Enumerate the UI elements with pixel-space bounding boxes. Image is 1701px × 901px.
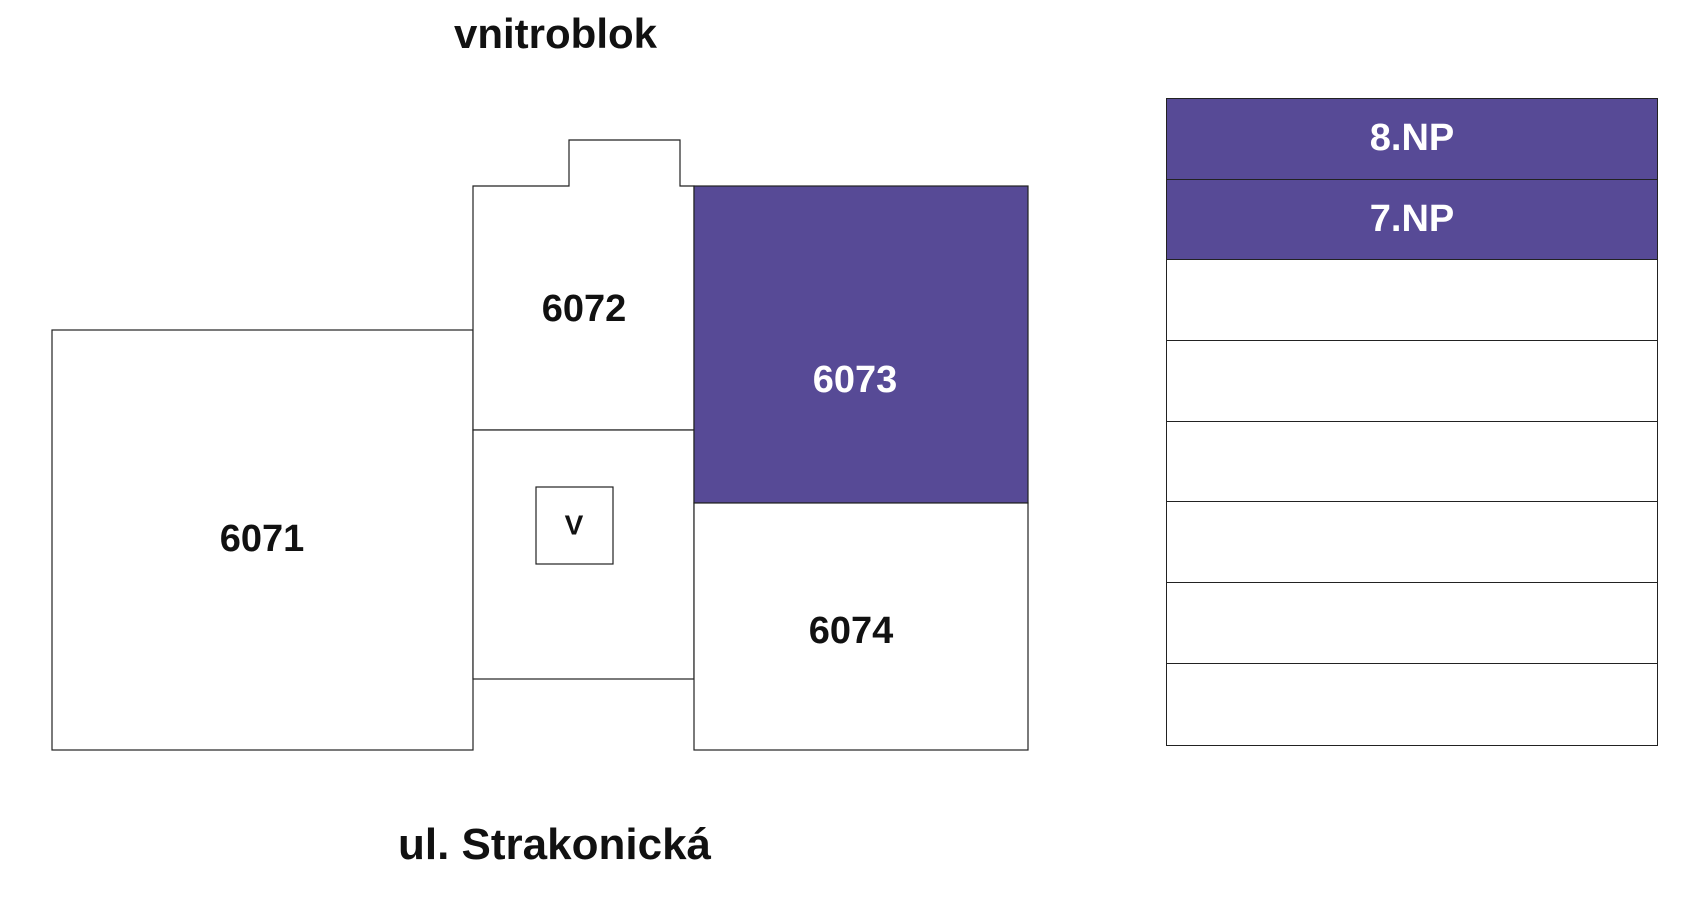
floor-selector: 8.NP 7.NP — [1166, 98, 1658, 746]
unit-6072-shape[interactable] — [472, 139, 695, 431]
unit-6074-shape[interactable] — [693, 502, 1029, 751]
unit-6073-shape[interactable] — [693, 185, 1029, 504]
floor-row[interactable] — [1167, 260, 1657, 342]
stair-core: V — [472, 429, 695, 680]
unit-6071-shape[interactable] — [51, 329, 474, 751]
floor-row[interactable] — [1167, 583, 1657, 664]
elevator-box — [535, 486, 614, 565]
unit-6073[interactable]: 6073 — [693, 185, 1029, 504]
floor-row[interactable] — [1167, 502, 1657, 584]
street-label: ul. Strakonická — [398, 820, 712, 869]
floor-label: 7.NP — [1369, 198, 1455, 241]
floor-label: 8.NP — [1369, 117, 1455, 160]
floor-plan: 6071 6072 V 6073 6074 — [51, 139, 1029, 751]
courtyard-label: vnitroblok — [454, 10, 658, 57]
floor-row[interactable]: 8.NP — [1167, 99, 1657, 180]
floor-row[interactable] — [1167, 341, 1657, 422]
unit-6074[interactable]: 6074 — [693, 502, 1029, 751]
floor-row[interactable] — [1167, 663, 1657, 745]
unit-6071[interactable]: 6071 — [51, 329, 474, 751]
floor-row[interactable] — [1167, 421, 1657, 503]
elevator-label: V — [565, 509, 584, 540]
unit-6072[interactable]: 6072 — [472, 139, 695, 431]
floor-row[interactable]: 7.NP — [1167, 179, 1657, 261]
